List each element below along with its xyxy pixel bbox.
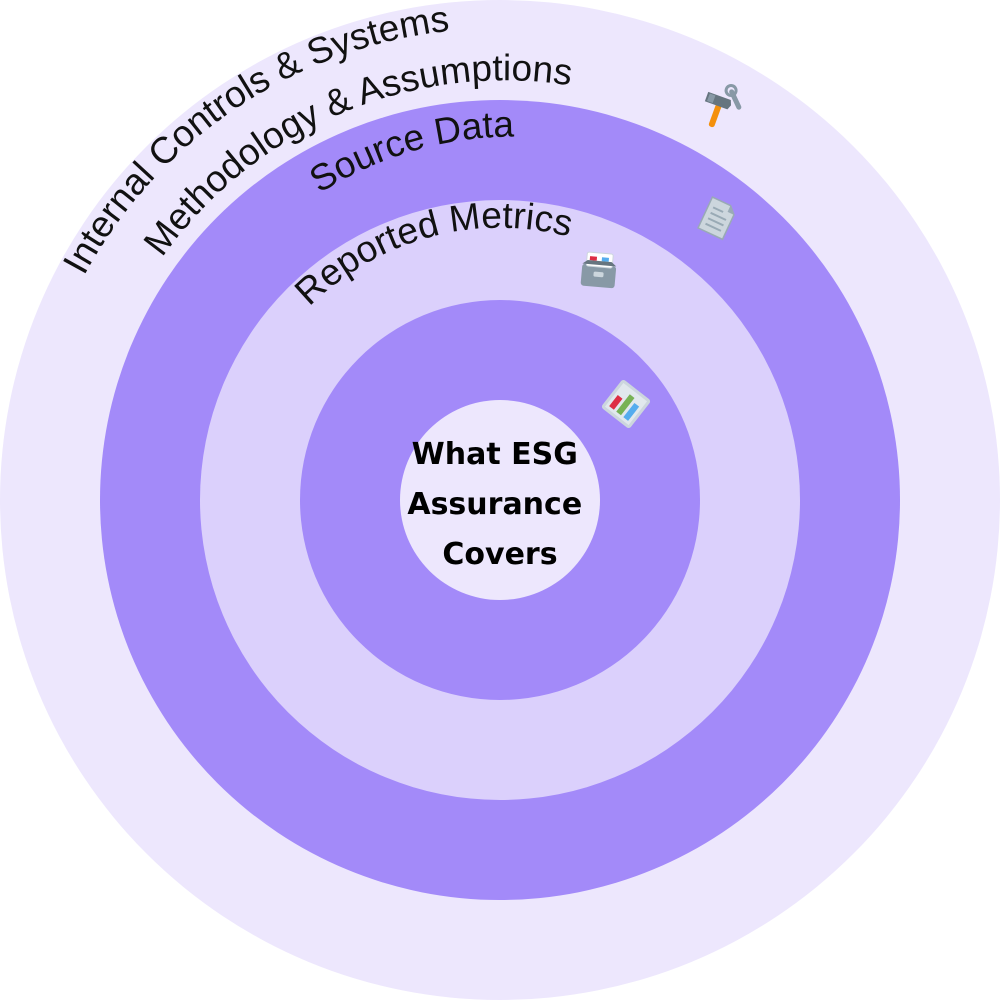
bar-chart-icon xyxy=(601,379,651,429)
hammer-wrench-icon xyxy=(704,84,742,128)
card-file-box-icon xyxy=(580,251,617,289)
center-title: What ESG Assurance Covers xyxy=(407,437,592,572)
center-circle xyxy=(400,400,600,600)
document-icon xyxy=(697,196,735,241)
